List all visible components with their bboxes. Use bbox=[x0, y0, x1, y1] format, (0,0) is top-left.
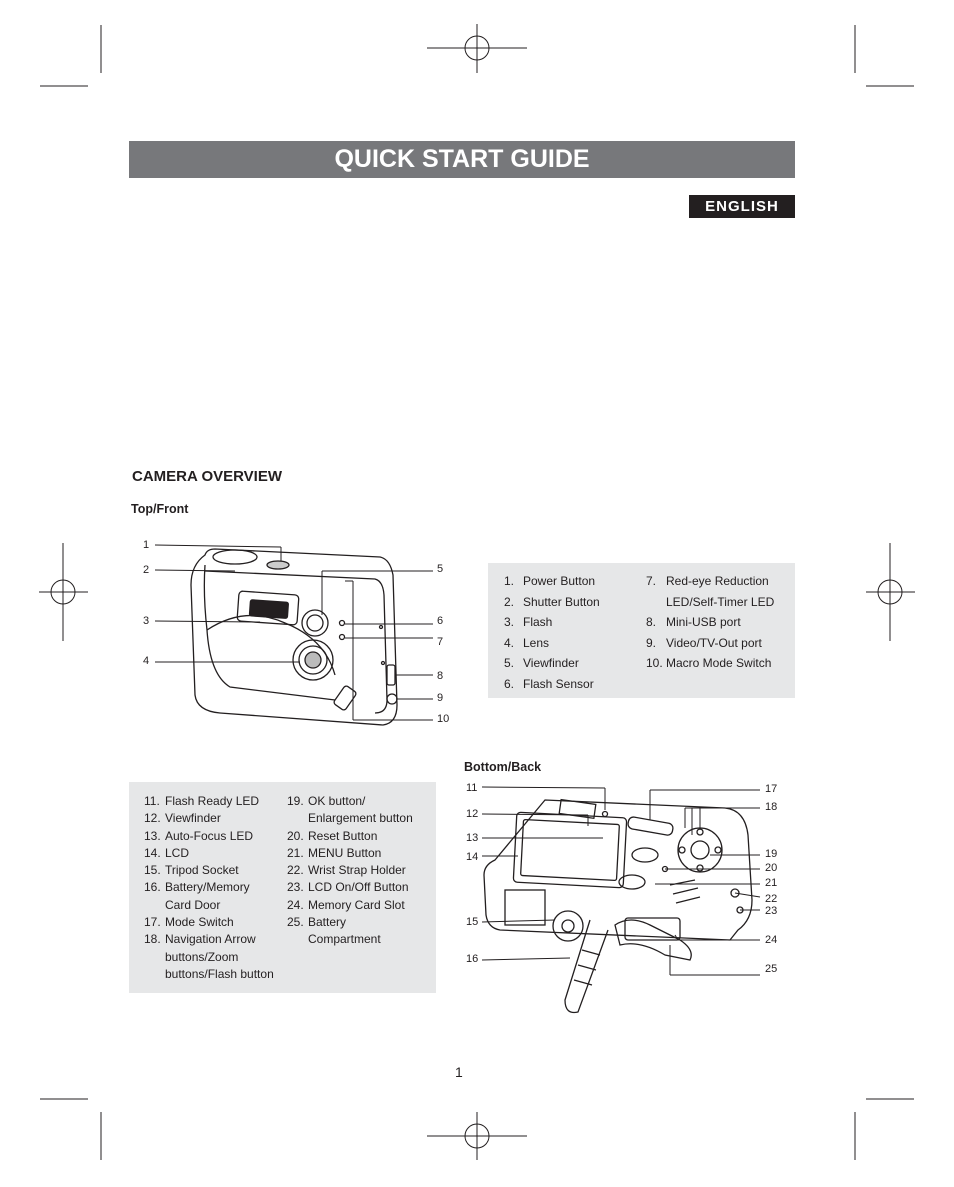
legend-item: Card Door bbox=[165, 897, 221, 912]
callout-25: 25 bbox=[765, 963, 778, 975]
bottom-back-legend: 11.Flash Ready LED 12.Viewfinder 13.Auto… bbox=[129, 782, 436, 993]
legend-item: 16.Battery/Memory bbox=[144, 880, 250, 895]
legend-item: 1.Power Button bbox=[504, 574, 596, 588]
callout-17: 17 bbox=[765, 783, 778, 795]
camera-front-illustration bbox=[154, 544, 433, 726]
callout-19: 19 bbox=[765, 848, 778, 860]
callout-4: 4 bbox=[143, 655, 150, 667]
legend-item: 15.Tripod Socket bbox=[144, 863, 239, 878]
legend-item: 6.Flash Sensor bbox=[504, 676, 594, 691]
camera-back-illustration bbox=[481, 786, 761, 1014]
callout-10: 10 bbox=[437, 713, 450, 725]
legend-item: 8.Mini-USB port bbox=[646, 615, 741, 629]
legend-item: 23.LCD On/Off Button bbox=[287, 880, 409, 895]
callout-15: 15 bbox=[466, 916, 479, 928]
top-front-legend-left: 1.Power Button 2.Shutter Button 3.Flash … bbox=[504, 571, 600, 694]
top-front-heading: Top/Front bbox=[131, 502, 189, 516]
callout-18: 18 bbox=[765, 801, 778, 813]
legend-item: 5.Viewfinder bbox=[504, 656, 579, 670]
legend-item: buttons/Flash button bbox=[165, 966, 274, 981]
callout-11: 11 bbox=[466, 782, 478, 794]
legend-item: Compartment bbox=[308, 932, 381, 947]
bottom-back-legend-left: 11.Flash Ready LED 12.Viewfinder 13.Auto… bbox=[144, 793, 274, 983]
legend-item: 12.Viewfinder bbox=[144, 811, 221, 826]
bottom-back-legend-right: 19.OK button/ Enlargement button 20.Rese… bbox=[287, 793, 413, 949]
callout-20: 20 bbox=[765, 862, 778, 874]
callout-24: 24 bbox=[765, 934, 778, 946]
section-heading: CAMERA OVERVIEW bbox=[132, 468, 283, 485]
page-number: 1 bbox=[455, 1064, 463, 1080]
legend-item: 25.Battery bbox=[287, 915, 347, 930]
legend-item: 4.Lens bbox=[504, 635, 550, 650]
legend-item: 21.MENU Button bbox=[287, 845, 382, 860]
legend-item: 3.Flash bbox=[504, 615, 553, 629]
callout-21: 21 bbox=[765, 877, 778, 889]
bottom-back-heading: Bottom/Back bbox=[464, 760, 542, 774]
legend-item: Enlargement button bbox=[308, 811, 413, 826]
callout-7: 7 bbox=[437, 636, 444, 648]
callout-13: 13 bbox=[466, 832, 479, 844]
page-title: QUICK START GUIDE bbox=[334, 145, 590, 173]
legend-item: 10.Macro Mode Switch bbox=[646, 656, 772, 670]
legend-item: 11.Flash Ready LED bbox=[144, 794, 260, 808]
callout-9: 9 bbox=[437, 692, 444, 704]
title-bar: QUICK START GUIDE bbox=[129, 141, 795, 178]
legend-item: 24.Memory Card Slot bbox=[287, 897, 405, 912]
callout-23: 23 bbox=[765, 905, 778, 917]
legend-item: 18.Navigation Arrow bbox=[144, 932, 256, 947]
legend-item: buttons/Zoom bbox=[165, 949, 239, 964]
callout-3: 3 bbox=[143, 615, 150, 627]
callout-16: 16 bbox=[466, 953, 479, 965]
legend-item: 17.Mode Switch bbox=[144, 915, 234, 930]
legend-item: 19.OK button/ bbox=[287, 794, 366, 808]
legend-item: 14.LCD bbox=[144, 845, 190, 860]
callout-2: 2 bbox=[143, 564, 150, 576]
callout-12: 12 bbox=[466, 808, 479, 820]
callout-6: 6 bbox=[437, 615, 444, 627]
legend-item: 9.Video/TV-Out port bbox=[646, 635, 762, 650]
language-badge: ENGLISH bbox=[689, 195, 795, 218]
callout-22: 22 bbox=[765, 893, 778, 905]
callout-5: 5 bbox=[437, 563, 444, 575]
legend-item: 22.Wrist Strap Holder bbox=[287, 863, 406, 878]
callout-1: 1 bbox=[143, 539, 150, 551]
legend-item: 20.Reset Button bbox=[287, 828, 378, 843]
legend-item: 7.Red-eye Reduction bbox=[646, 574, 769, 588]
top-front-legend-right: 7.Red-eye Reduction LED/Self-Timer LED 8… bbox=[646, 571, 774, 674]
top-front-legend: 1.Power Button 2.Shutter Button 3.Flash … bbox=[488, 563, 795, 698]
callout-14: 14 bbox=[466, 851, 479, 863]
callout-8: 8 bbox=[437, 670, 444, 682]
legend-item: 2.Shutter Button bbox=[504, 594, 600, 609]
legend-item: 13.Auto-Focus LED bbox=[144, 828, 254, 843]
legend-item: LED/Self-Timer LED bbox=[666, 594, 775, 609]
